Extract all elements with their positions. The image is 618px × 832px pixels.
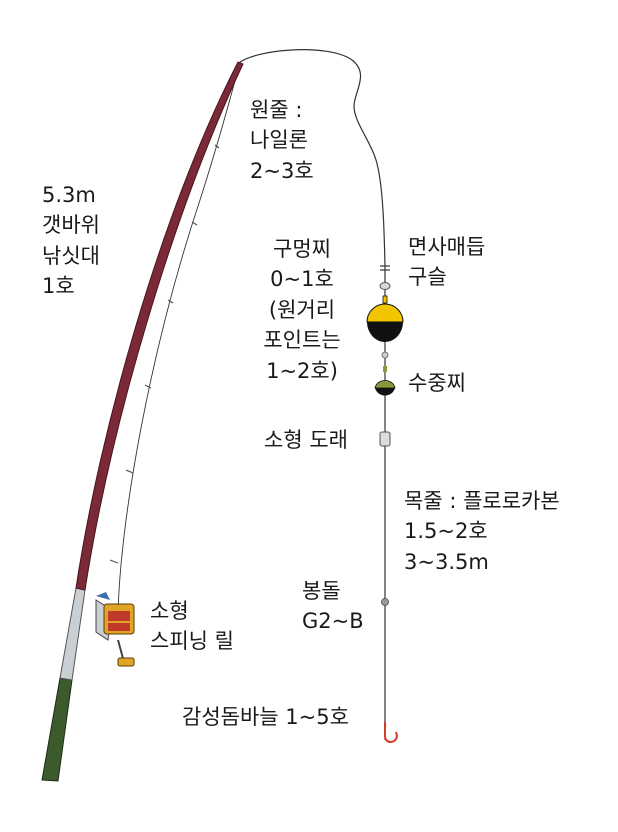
main-line (239, 49, 386, 740)
float-label: 구멍찌 0~1호 (원거리 포인트는 1~2호) (252, 234, 352, 386)
bead-text: 구슬 (408, 265, 447, 290)
sinker-title: 봉돌 (302, 579, 341, 603)
rod-line (117, 61, 241, 616)
float-note-3: 1~2호) (266, 358, 338, 383)
main-line-title: 원줄 : (250, 98, 303, 122)
main-float (366, 295, 404, 342)
sub-float (374, 366, 396, 396)
swivel (379, 431, 391, 447)
reel-label: 소형 스피닝 릴 (150, 596, 234, 657)
rod-handle (41, 677, 73, 782)
split-shot (381, 598, 389, 606)
hook-text: 감성돔바늘 1~5호 (182, 705, 349, 729)
hook (384, 722, 399, 743)
rod-length: 5.3m (42, 183, 96, 207)
leader-title: 목줄 : 플로로카본 (404, 489, 560, 513)
rod-blank (75, 61, 244, 591)
sub-float-label: 수중찌 (408, 368, 466, 398)
hook-label: 감성돔바늘 1~5호 (182, 702, 349, 732)
stopper-bead (381, 351, 389, 359)
sinker-label: 봉돌 G2~B (302, 576, 364, 637)
rod-grade: 1호 (42, 274, 75, 299)
leader-label: 목줄 : 플로로카본 1.5~2호 3~3.5m (404, 486, 560, 577)
float-title: 구멍찌 (273, 237, 331, 261)
float-size: 0~1호 (270, 267, 334, 292)
sub-float-text: 수중찌 (408, 371, 466, 395)
float-note-2: 포인트는 (263, 328, 341, 353)
knot-bead (379, 265, 391, 290)
rod-label: 5.3m 갯바위 낚싯대 1호 (42, 180, 100, 302)
spinning-reel (95, 592, 135, 667)
leader-length: 3~3.5m (404, 549, 489, 574)
reel-type: 스피닝 릴 (150, 629, 234, 654)
reel-seat (59, 587, 86, 681)
swivel-label: 소형 도래 (264, 425, 348, 455)
leader-size: 1.5~2호 (404, 519, 488, 544)
rod-kind: 낚싯대 (42, 243, 100, 268)
rod-guides (109, 144, 220, 564)
knot-label: 면사매듭 구슬 (408, 232, 485, 293)
rod-type: 갯바위 (42, 213, 100, 238)
knot-text: 면사매듭 (408, 235, 486, 259)
main-line-size: 2~3호 (250, 158, 314, 183)
swivel-text: 소형 도래 (264, 428, 348, 452)
main-line-material: 나일론 (250, 128, 308, 153)
float-note-1: (원거리 (268, 297, 336, 322)
main-line-label: 원줄 : 나일론 2~3호 (250, 95, 314, 186)
reel-size: 소형 (150, 599, 189, 623)
sinker-size: G2~B (302, 609, 364, 634)
